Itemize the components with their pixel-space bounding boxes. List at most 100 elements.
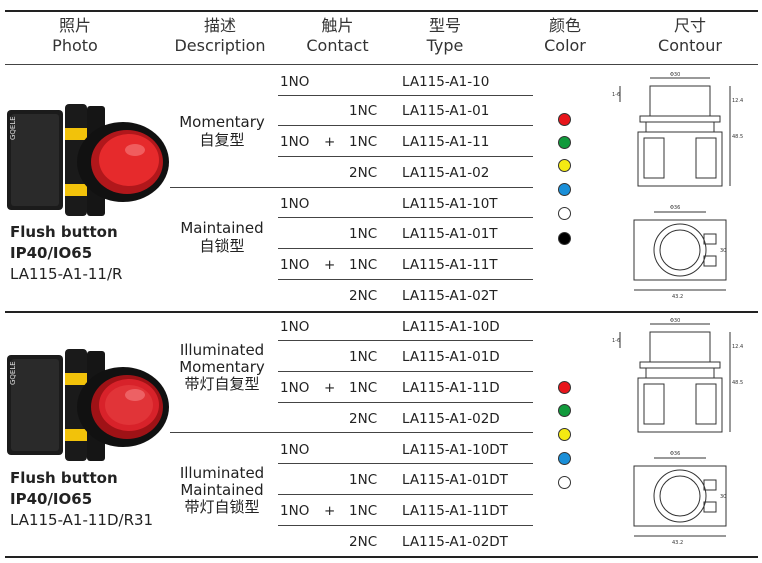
type-code: LA115-A1-01T [402,226,498,242]
contact-nc: 2NC [349,165,378,181]
product-caption: Flush button IP40/IO65 LA115-A1-11D/R31 [10,468,153,531]
contact-no: 1NO [280,196,310,212]
color-swatch [558,113,571,126]
svg-text:Φ36: Φ36 [670,205,680,211]
contact-plus: + [324,134,336,150]
contact-no: 1NO [280,442,310,458]
group-separator [170,432,533,433]
contact-nc: 1NC [349,349,378,365]
row-separator [278,279,533,280]
type-code: LA115-A1-10T [402,196,498,212]
row-separator [278,248,533,249]
row-separator [278,371,533,372]
product-caption: Flush button IP40/IO65 LA115-A1-11/R [10,222,122,285]
contact-no: 1NO [280,503,310,519]
row-separator [278,95,533,96]
contact-no: 1NO [280,319,310,335]
type-code: LA115-A1-10D [402,319,500,335]
product-photo-illuminated: GQELE [7,349,169,461]
contact-nc: 1NC [349,226,378,242]
contact-no: 1NO [280,257,310,273]
color-swatch [558,404,571,417]
contact-nc: 2NC [349,534,378,550]
color-swatch [558,476,571,489]
type-code: LA115-A1-01D [402,349,500,365]
svg-text:GQELE: GQELE [9,361,17,385]
svg-text:12.4: 12.4 [732,98,743,104]
svg-text:30: 30 [720,248,726,254]
color-swatch [558,428,571,441]
product-model: LA115-A1-11/R [10,265,123,283]
svg-text:1-6: 1-6 [612,92,620,98]
svg-text:Φ36: Φ36 [670,451,680,457]
color-swatch [558,232,571,245]
color-swatch [558,452,571,465]
contact-nc: 2NC [349,411,378,427]
contact-plus: + [324,503,336,519]
type-code: LA115-A1-02D [402,411,500,427]
product-rating: IP40/IO65 [10,244,93,262]
svg-text:GQELE: GQELE [9,116,17,140]
type-code: LA115-A1-11D [402,380,500,396]
color-swatch [558,183,571,196]
color-swatch [558,136,571,149]
type-code: LA115-A1-01 [402,103,490,119]
row-separator [278,156,533,157]
product-title: Flush button [10,223,118,241]
contact-nc: 1NC [349,103,378,119]
contour-drawing-momentary: Φ30 48.5 12.4 Φ36 43.2 1-6 30 [612,72,743,300]
contact-no: 1NO [280,74,310,90]
contact-nc: 1NC [349,472,378,488]
table-top-rule [5,10,758,12]
table-bottom-rule [5,556,758,558]
contact-nc: 1NC [349,257,378,273]
svg-text:48.5: 48.5 [732,380,743,386]
row-separator [278,402,533,403]
contour-drawing-illuminated: Φ30 48.5 12.4 Φ36 43.2 1-6 30 [612,318,743,546]
row-separator [278,125,533,126]
contact-no: 1NO [280,134,310,150]
color-swatch [558,207,571,220]
svg-text:Φ30: Φ30 [670,318,680,324]
row-separator [278,340,533,341]
svg-text:43.2: 43.2 [672,294,683,300]
product-photo-momentary: GQELE [7,104,169,216]
type-code: LA115-A1-02 [402,165,490,181]
product-rating: IP40/IO65 [10,490,93,508]
row-separator [278,494,533,495]
svg-text:1-6: 1-6 [612,338,620,344]
product-title: Flush button [10,469,118,487]
contact-nc: 1NC [349,503,378,519]
type-code: LA115-A1-11T [402,257,498,273]
svg-text:48.5: 48.5 [732,134,743,140]
product-model: LA115-A1-11D/R31 [10,511,154,529]
type-code: LA115-A1-10DT [402,442,508,458]
type-code: LA115-A1-11DT [402,503,508,519]
color-swatch [558,381,571,394]
type-code: LA115-A1-01DT [402,472,508,488]
contact-nc: 1NC [349,134,378,150]
row-separator [278,463,533,464]
section-divider [5,311,758,313]
row-separator [278,217,533,218]
type-code: LA115-A1-11 [402,134,490,150]
svg-text:Φ30: Φ30 [670,72,680,78]
svg-text:43.2: 43.2 [672,540,683,546]
row-separator [278,525,533,526]
contact-plus: + [324,257,336,273]
contact-nc: 1NC [349,380,378,396]
type-code: LA115-A1-02T [402,288,498,304]
contact-plus: + [324,380,336,396]
svg-text:12.4: 12.4 [732,344,743,350]
contact-no: 1NO [280,380,310,396]
color-swatch [558,159,571,172]
